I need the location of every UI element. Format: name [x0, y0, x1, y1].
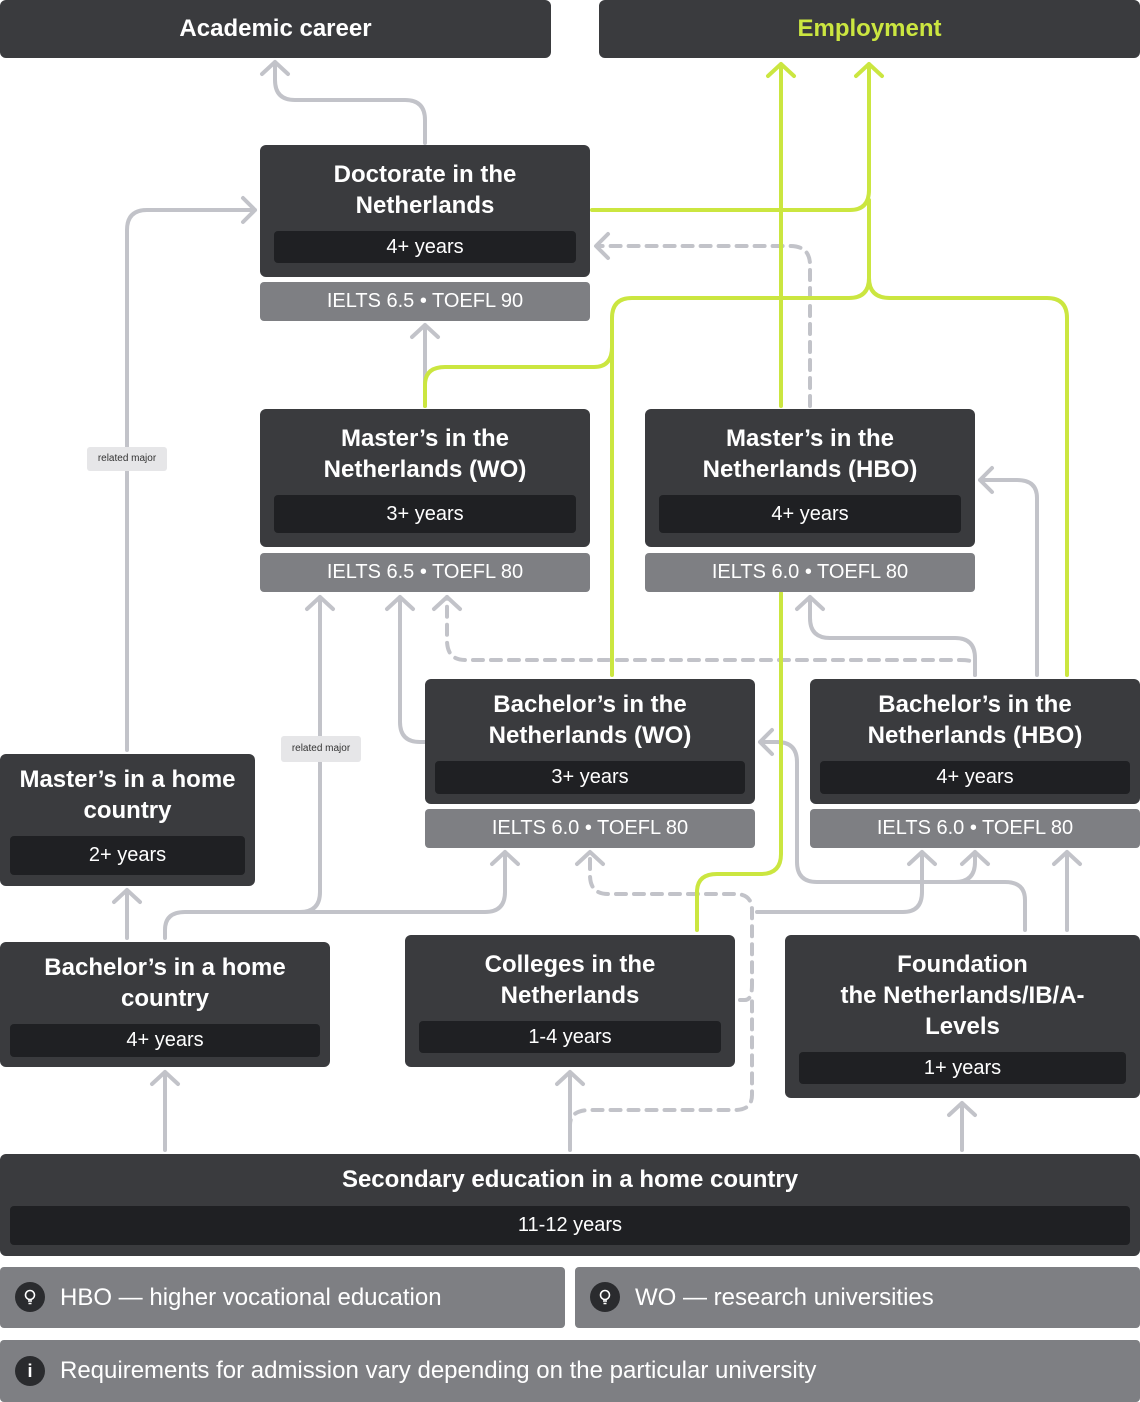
arrow-doctorate-to-academic [260, 60, 427, 145]
legend-note-text: Requirements for admission vary dependin… [60, 1357, 817, 1384]
master-wo-node: Master’s in the Netherlands (WO) 3+ year… [260, 409, 590, 547]
lightbulb-icon [590, 1282, 620, 1312]
foundation-title-1: Foundation [897, 951, 1028, 978]
legend-note: i Requirements for admission vary depend… [0, 1340, 1140, 1402]
bachelor-home-node: Bachelor’s in a home country 4+ years [0, 942, 330, 1067]
foundation-node: Foundation the Netherlands/IB/A- Levels … [785, 935, 1140, 1098]
arrow-bachelor-wo-to-master-wo [385, 595, 427, 744]
doctorate-years: 4+ years [274, 231, 576, 263]
info-icon: i [15, 1356, 45, 1386]
dashed-master-hbo-to-doctorate [596, 244, 812, 408]
bachelor-wo-title-2: Netherlands (WO) [488, 722, 692, 749]
dashed-colleges-to-bachelor-wo [588, 850, 754, 1002]
arrow-bachelor-home-to-bachelor-wo [298, 850, 520, 914]
green-master-wo-to-employment [423, 345, 614, 408]
arrow-bachelor-home-to-master-home [112, 888, 142, 940]
legend-wo-text: WO — research universities [635, 1284, 934, 1311]
legend-wo: WO — research universities [575, 1267, 1140, 1328]
arrow-bachelor-hbo-to-master-hbo [795, 595, 977, 677]
arrow-bachelor-home-to-master-wo [163, 595, 335, 940]
bachelor-wo-requirements: IELTS 6.0 • TOEFL 80 [425, 809, 755, 848]
doctorate-title-1: Doctorate in the [333, 161, 517, 188]
foundation-title-2: the Netherlands/IB/A- [840, 982, 1085, 1009]
arrow-foundation-to-bachelor-hbo [1052, 850, 1082, 932]
bachelor-hbo-title-1: Bachelor’s in the [878, 691, 1072, 718]
arrow-foundation-to-bachelor-wo [758, 728, 1027, 932]
master-wo-title-2: Netherlands (WO) [323, 456, 527, 483]
legend-hbo: HBO — higher vocational education [0, 1267, 565, 1328]
green-bachelor-wo-to-employment [610, 276, 871, 677]
lightbulb-icon [15, 1282, 45, 1312]
academic-career-box: Academic career [0, 0, 551, 58]
dashed-bachelor-hbo-to-master-wo [445, 595, 977, 677]
dashed-arrows [445, 244, 977, 1132]
arrow-bachelor-hbo-to-master-hbo-side [978, 466, 1039, 677]
bachelor-wo-title-1: Bachelor’s in the [493, 691, 687, 718]
secondary-node: Secondary education in a home country 11… [0, 1154, 1140, 1256]
foundation-title-3: Levels [925, 1013, 1000, 1040]
arrow-master-home-to-doctorate [125, 196, 257, 752]
master-hbo-node: Master’s in the Netherlands (HBO) 4+ yea… [645, 409, 975, 547]
bachelor-hbo-node: Bachelor’s in the Netherlands (HBO) 4+ y… [810, 679, 1140, 804]
colleges-title-2: Netherlands [500, 982, 640, 1009]
arrow-secondary-to-colleges [555, 1070, 585, 1152]
master-home-title-2: country [83, 797, 172, 824]
green-bachelor-hbo-to-employment [867, 198, 1069, 677]
master-wo-years: 3+ years [274, 495, 576, 533]
master-home-years: 2+ years [10, 836, 245, 875]
dashed-arrowheads [432, 232, 610, 866]
colleges-node: Colleges in the Netherlands 1-4 years [405, 935, 735, 1067]
employment-box: Employment [599, 0, 1140, 58]
secondary-title: Secondary education in a home country [341, 1166, 799, 1193]
master-home-node: Master’s in a home country 2+ years [0, 754, 255, 886]
bachelor-wo-years: 3+ years [435, 761, 745, 794]
foundation-years: 1+ years [799, 1052, 1126, 1084]
secondary-years: 11-12 years [10, 1206, 1130, 1245]
bachelor-home-title-1: Bachelor’s in a home [44, 954, 286, 981]
master-hbo-title-1: Master’s in the [725, 425, 895, 452]
bachelor-wo-node: Bachelor’s in the Netherlands (WO) 3+ ye… [425, 679, 755, 804]
related-major-tag-2: related major [281, 736, 361, 762]
green-master-hbo-to-employment [766, 62, 796, 408]
master-hbo-years: 4+ years [659, 495, 961, 533]
doctorate-node: Doctorate in the Netherlands 4+ years [260, 145, 590, 277]
bachelor-hbo-title-2: Netherlands (HBO) [867, 722, 1083, 749]
master-wo-requirements: IELTS 6.5 • TOEFL 80 [260, 553, 590, 592]
colleges-title-1: Colleges in the [484, 951, 656, 978]
arrow-colleges-to-bachelor-hbo-2 [920, 850, 990, 884]
colleges-years: 1-4 years [419, 1021, 721, 1053]
doctorate-requirements: IELTS 6.5 • TOEFL 90 [260, 282, 590, 321]
green-arrows [423, 62, 1069, 932]
master-hbo-title-2: Netherlands (HBO) [702, 456, 918, 483]
bachelor-home-title-2: country [120, 985, 209, 1012]
master-wo-title-1: Master’s in the [340, 425, 510, 452]
arrow-secondary-to-foundation [947, 1101, 977, 1152]
legend-hbo-text: HBO — higher vocational education [60, 1284, 442, 1311]
bachelor-home-years: 4+ years [10, 1024, 320, 1057]
green-colleges-to-employment [695, 591, 783, 932]
arrow-colleges-to-bachelor-hbo [755, 850, 937, 914]
dashed-secondary-to-bachelor-wo [568, 998, 754, 1132]
master-home-title-1: Master’s in a home [19, 766, 236, 793]
bachelor-hbo-years: 4+ years [820, 761, 1130, 794]
bachelor-hbo-requirements: IELTS 6.0 • TOEFL 80 [810, 809, 1140, 848]
arrow-secondary-to-bachelor-home [150, 1070, 180, 1152]
doctorate-title-2: Netherlands [355, 192, 495, 219]
master-hbo-requirements: IELTS 6.0 • TOEFL 80 [645, 553, 975, 592]
gray-arrows [112, 60, 1082, 1152]
green-doctorate-to-employment [590, 62, 884, 212]
related-major-tag-1: related major [87, 447, 167, 471]
